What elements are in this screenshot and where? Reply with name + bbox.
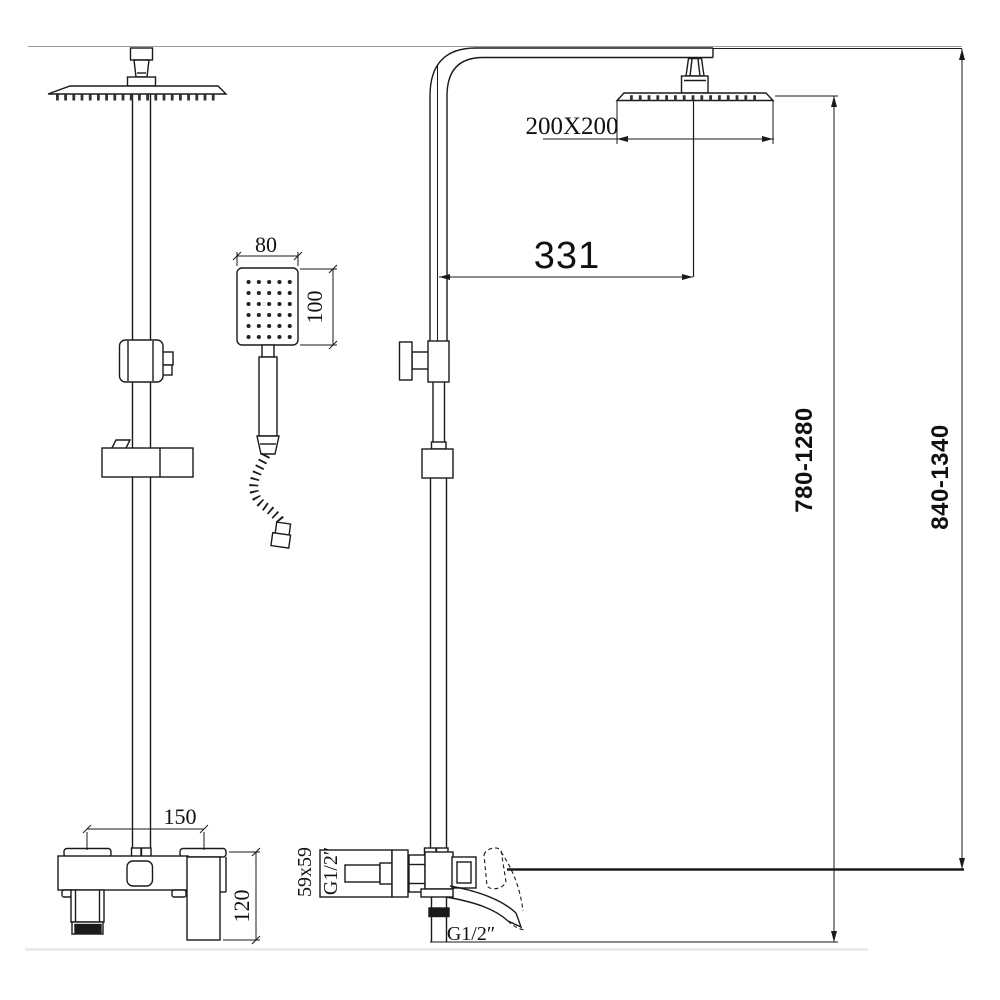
label-arm-reach: 331	[534, 235, 600, 277]
side-slider-bracket	[398, 340, 450, 383]
side-holder	[421, 441, 454, 479]
dim-column-height	[430, 95, 838, 943]
hand-shower-neck	[261, 344, 275, 358]
dimension-labels: 200X200 331 780-1280 840-1340 80 100 150…	[164, 113, 955, 945]
label-mixer-height: 120	[229, 890, 254, 923]
front-top-connector	[126, 47, 157, 87]
label-outlet-thread: G1/2″	[447, 923, 495, 945]
side-valve	[319, 847, 477, 898]
label-column-height: 780-1280	[791, 407, 818, 512]
side-outlet-pipe	[428, 897, 450, 942]
dim-spout-spread	[82, 824, 209, 850]
hand-shower-hose	[249, 452, 287, 527]
label-handshower-height: 100	[302, 291, 327, 324]
front-view	[47, 47, 228, 941]
front-slider-bracket	[118, 339, 174, 383]
dim-overall-height	[507, 48, 965, 871]
side-ball-joint	[680, 57, 709, 94]
side-view	[319, 47, 775, 942]
label-handshower-width: 80	[255, 232, 277, 257]
hand-shower-nozzle-dots	[246, 280, 294, 339]
hand-shower-cone-nut	[256, 435, 280, 455]
reference-lines	[25, 46, 962, 951]
dim-handshower-width	[232, 251, 303, 266]
hand-shower-view	[236, 267, 299, 549]
side-riser-pipe	[429, 96, 448, 848]
dim-head-size	[543, 100, 774, 144]
label-spout-spread: 150	[164, 804, 197, 829]
label-overall-height: 840-1340	[927, 424, 954, 529]
dim-arm-reach	[439, 274, 693, 280]
label-head-size: 200X200	[525, 113, 618, 140]
front-holder	[101, 439, 194, 478]
front-mixer	[57, 847, 227, 941]
side-spout	[445, 885, 523, 929]
dim-mixer-height	[223, 847, 261, 945]
dimension-lines	[82, 48, 965, 945]
front-rain-head	[47, 85, 228, 101]
label-escutcheon-size: 59x59	[294, 847, 316, 897]
side-rain-head	[615, 92, 775, 277]
side-arm	[429, 47, 714, 341]
hand-shower-face	[236, 267, 299, 346]
hand-shower-handle	[258, 356, 278, 437]
label-inlet-thread: G1/2″	[320, 847, 342, 895]
dim-handshower-height	[300, 264, 338, 350]
hose-end-nut	[270, 521, 292, 549]
